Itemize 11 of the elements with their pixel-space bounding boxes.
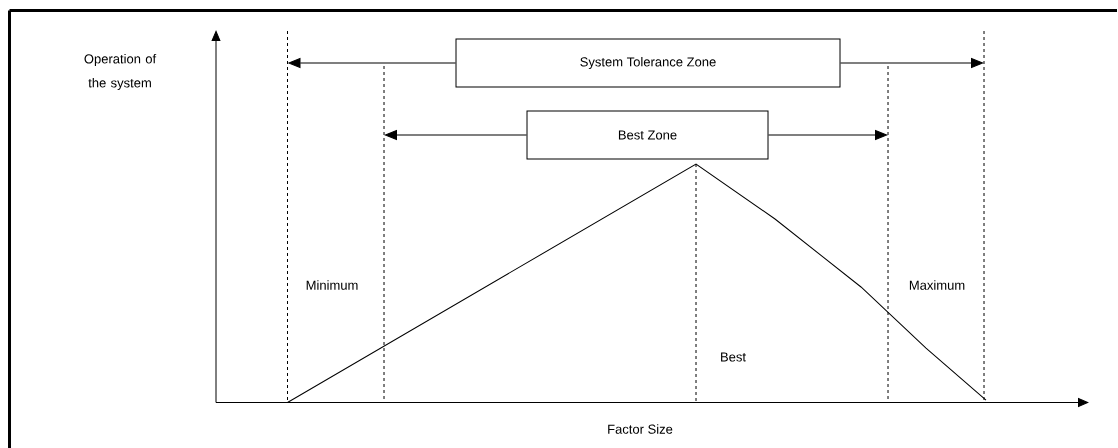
boundary-label: Minimum	[306, 280, 358, 290]
axis-label: Operation of the system	[84, 53, 157, 91]
zone-box: Best Zone	[526, 110, 769, 160]
zone-box: System Tolerance Zone	[455, 38, 841, 88]
arrow	[288, 58, 456, 68]
arrow	[768, 130, 888, 140]
arrow	[384, 130, 527, 140]
boundary-label: Best	[721, 352, 746, 362]
boundary-label: Maximum	[909, 280, 965, 290]
arrow	[840, 58, 984, 68]
axis-label: Factor Size	[608, 424, 673, 434]
